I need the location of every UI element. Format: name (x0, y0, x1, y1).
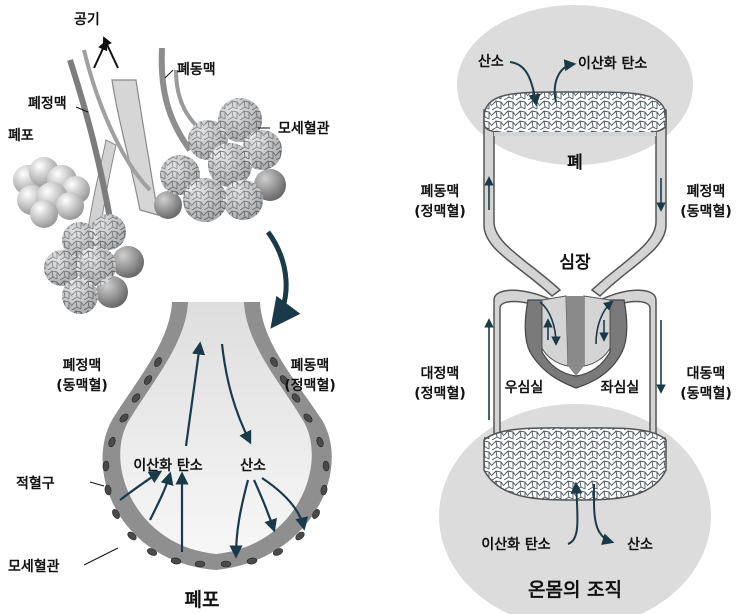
label-red-blood-cell: 적혈구 (16, 475, 55, 492)
alveolus-cross-section (84, 302, 332, 570)
heart (525, 296, 627, 388)
label-heart: 심장 (559, 253, 591, 273)
label-detail-capillary: 모세혈관 (8, 558, 60, 575)
label-air: 공기 (74, 12, 100, 28)
label-alveolus-title: 폐포 (185, 589, 220, 611)
alveolus-cluster-plain (13, 157, 90, 228)
label-ao-blood: (동맥혈) (680, 385, 731, 402)
label-pv-name: 폐정맥 (687, 183, 726, 200)
label-pa-name: 폐동맥 (421, 183, 460, 200)
alveolus-lumen (120, 302, 312, 554)
label-pulmonary-vein-top: 폐정맥 (28, 95, 67, 112)
label-right-ventricle: 우심실 (505, 380, 544, 396)
tissue-capillary-bed (484, 428, 666, 500)
air-out-arrow (94, 42, 106, 68)
label-detail-vein-name: 폐정맥 (63, 357, 102, 374)
systemic-circuit (439, 5, 711, 614)
label-detail-co2: 이산화 탄소 (133, 457, 202, 474)
label-vc-blood: (정맥혈) (414, 385, 465, 402)
label-co2-top: 이산화 탄소 (578, 55, 647, 72)
label-tissue: 온몸의 조직 (528, 579, 622, 601)
label-detail-artery-name: 폐동맥 (291, 357, 330, 374)
label-o2-top: 산소 (478, 53, 504, 70)
alveoli-illustration (13, 38, 286, 314)
label-pulmonary-artery-top: 폐동맥 (177, 61, 216, 78)
label-lung: 폐 (567, 153, 583, 173)
label-left-ventricle: 좌심실 (601, 380, 640, 396)
label-capillary-top: 모세혈관 (278, 120, 330, 137)
lung-capillary-bed (484, 92, 666, 134)
label-detail-vein-blood: (동맥혈) (56, 377, 107, 394)
label-co2-bottom: 이산화 탄소 (481, 536, 550, 553)
label-pa-blood: (정맥혈) (414, 203, 465, 220)
alveolus-cluster-lower (44, 214, 144, 314)
label-detail-artery-blood: (정맥혈) (284, 377, 335, 394)
zoom-arrow (268, 232, 286, 324)
label-alveolus-top: 폐포 (8, 128, 34, 144)
label-vc-name: 대정맥 (421, 365, 460, 382)
label-detail-o2: 산소 (240, 457, 266, 474)
label-ao-name: 대동맥 (687, 365, 726, 382)
septum (566, 296, 584, 376)
label-pv-blood: (동맥혈) (680, 203, 731, 220)
label-o2-bottom: 산소 (627, 536, 653, 553)
